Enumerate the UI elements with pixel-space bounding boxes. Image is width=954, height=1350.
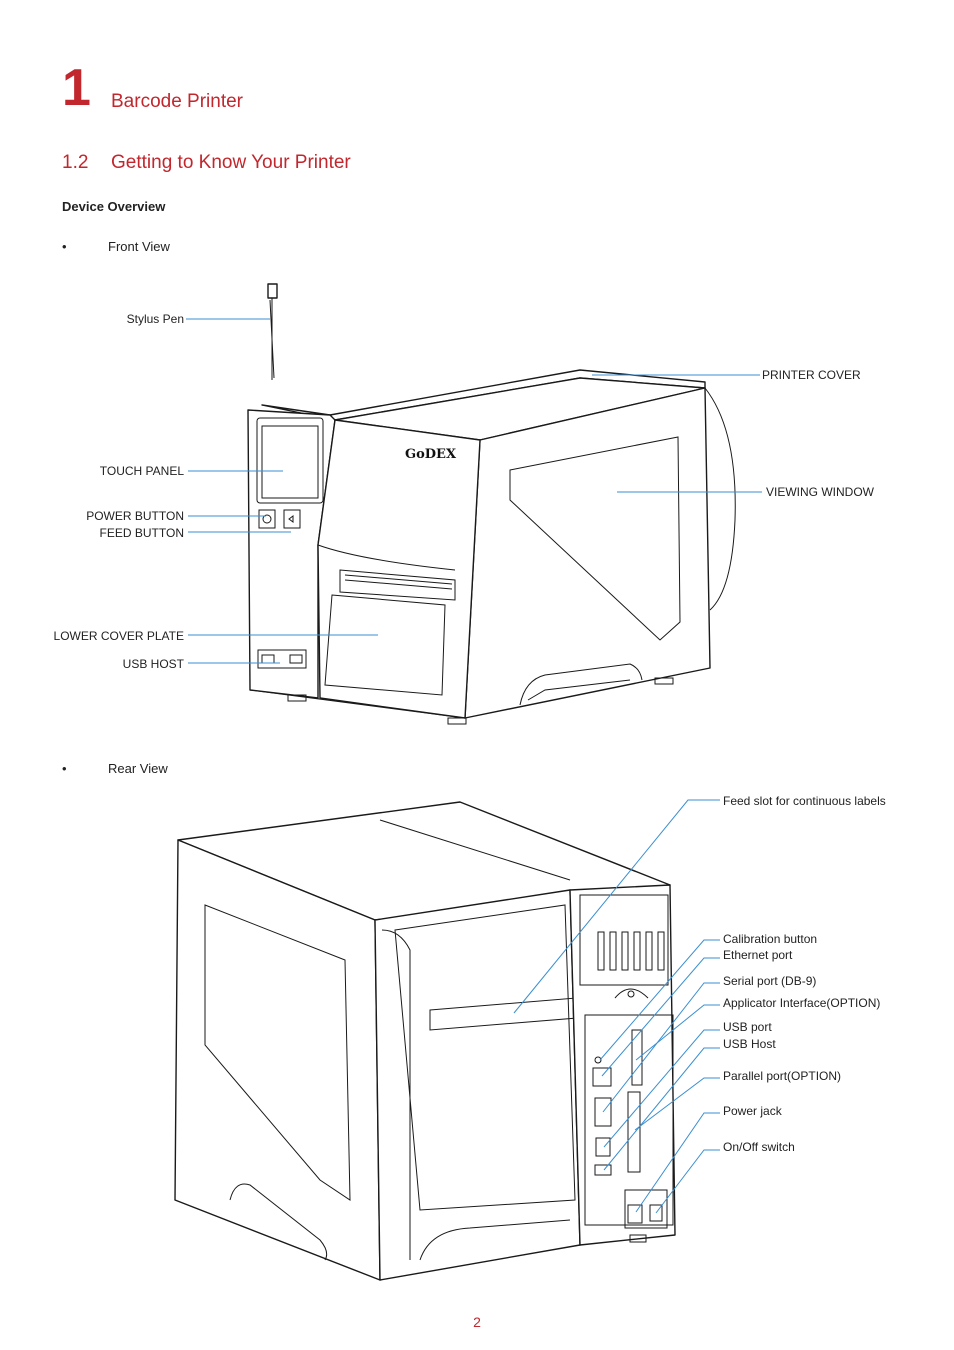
label-serial-port: Serial port (DB-9)	[723, 974, 817, 988]
chapter-number: 1	[62, 59, 91, 117]
label-stylus-pen: Stylus Pen	[126, 312, 184, 326]
label-power-jack: Power jack	[723, 1104, 782, 1118]
label-printer-cover: PRINTER COVER	[762, 368, 861, 382]
bullet-front: •	[62, 239, 67, 254]
rear-vents	[597, 931, 665, 971]
rear-view-illustration	[174, 799, 720, 1281]
label-on-off-switch: On/Off switch	[723, 1140, 795, 1154]
section-number: 1.2	[62, 152, 89, 173]
page-number: 2	[473, 1314, 481, 1330]
device-overview-heading: Device Overview	[62, 199, 166, 214]
front-view-heading: Front View	[108, 239, 170, 254]
label-calibration-button: Calibration button	[723, 932, 818, 946]
label-touch-panel: TOUCH PANEL	[99, 464, 184, 478]
stylus-pen-illustration	[267, 283, 278, 380]
brand-logo: GoDEX	[405, 447, 457, 462]
label-parallel-port: Parallel port(OPTION)	[723, 1069, 842, 1083]
bullet-rear: •	[62, 761, 67, 776]
label-ethernet-port: Ethernet port	[723, 948, 793, 962]
label-feed-button: FEED BUTTON	[99, 526, 184, 540]
chapter-title: Barcode Printer	[111, 91, 244, 112]
label-usb-port: USB port	[723, 1020, 772, 1034]
label-usb-host-front: USB HOST	[122, 657, 184, 671]
section-title: Getting to Know Your Printer	[111, 152, 351, 173]
label-feed-slot: Feed slot for continuous labels	[723, 794, 886, 808]
label-lower-cover-plate: LOWER COVER PLATE	[53, 629, 184, 643]
front-view-illustration: GoDEX	[186, 283, 762, 725]
label-usb-host-rear: USB Host	[723, 1037, 776, 1051]
rear-view-heading: Rear View	[108, 761, 168, 776]
label-applicator-interface: Applicator Interface(OPTION)	[723, 996, 881, 1010]
label-viewing-window: VIEWING WINDOW	[766, 485, 874, 499]
label-power-button: POWER BUTTON	[86, 509, 184, 523]
